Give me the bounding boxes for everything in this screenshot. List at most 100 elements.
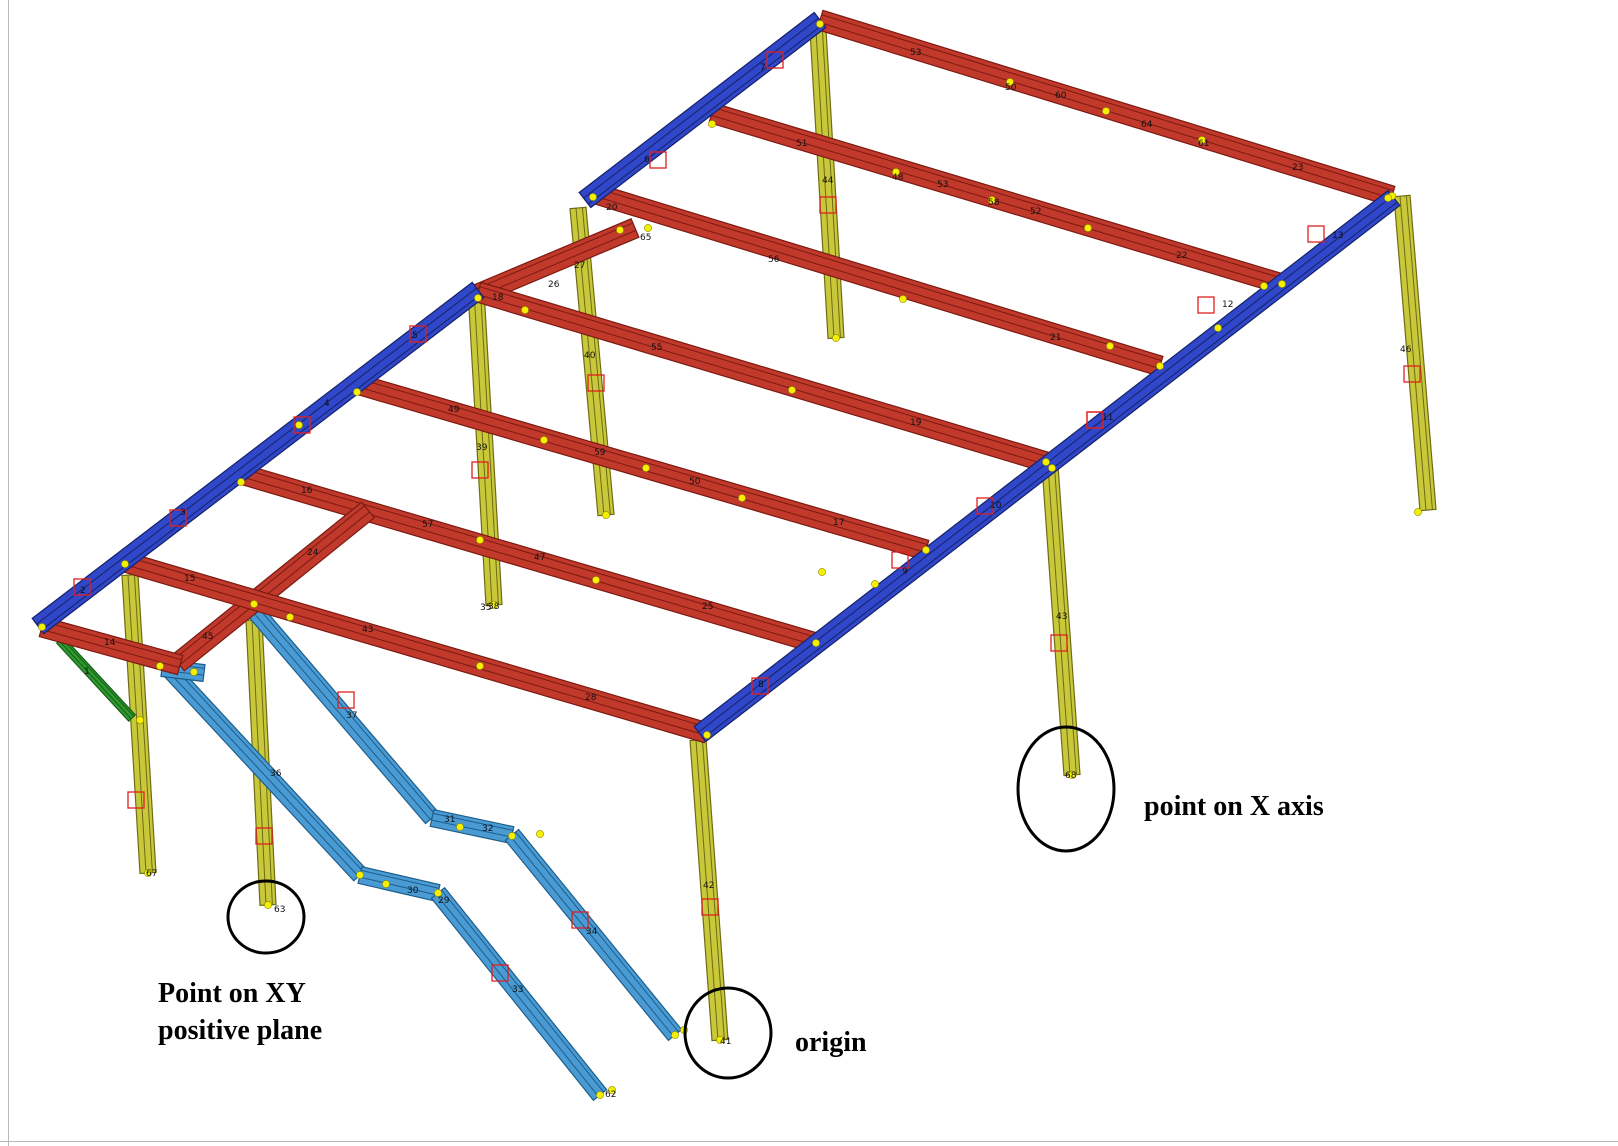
structure-node[interactable] bbox=[738, 494, 746, 502]
structure-node[interactable] bbox=[190, 668, 198, 676]
structure-node[interactable] bbox=[644, 224, 652, 232]
structure-node[interactable] bbox=[708, 120, 716, 128]
column-back-right-flange-line bbox=[1399, 196, 1427, 511]
structure-node[interactable] bbox=[1260, 282, 1268, 290]
structure-node[interactable] bbox=[671, 1031, 679, 1039]
structure-node[interactable] bbox=[353, 388, 361, 396]
section-marker bbox=[766, 51, 784, 69]
structure-node[interactable] bbox=[476, 536, 484, 544]
section-marker bbox=[751, 677, 769, 695]
member-label-m_22: 22 bbox=[1176, 251, 1187, 261]
member-label-m_50: 50 bbox=[1005, 83, 1017, 93]
viewport-left-border bbox=[8, 0, 9, 1146]
structure-node[interactable] bbox=[788, 386, 796, 394]
structure-node[interactable] bbox=[608, 1086, 616, 1094]
structure-node[interactable] bbox=[716, 1036, 724, 1044]
structure-node[interactable] bbox=[1006, 78, 1014, 86]
edge-beam-right[interactable] bbox=[693, 189, 1401, 743]
structure-node[interactable] bbox=[1084, 224, 1092, 232]
structure-node[interactable] bbox=[703, 731, 711, 739]
structure-node[interactable] bbox=[596, 1091, 604, 1099]
structure-node[interactable] bbox=[508, 832, 516, 840]
structure-node[interactable] bbox=[286, 613, 294, 621]
structure-node[interactable] bbox=[589, 193, 597, 201]
member-label-m_12: 12 bbox=[1222, 300, 1233, 310]
section-marker bbox=[1050, 634, 1068, 652]
column-front-right-web-line bbox=[1053, 465, 1077, 775]
structure-node[interactable] bbox=[1214, 324, 1222, 332]
structure-node[interactable] bbox=[816, 20, 824, 28]
section-marker bbox=[255, 827, 273, 845]
structure-node[interactable] bbox=[922, 546, 930, 554]
structure-node[interactable] bbox=[521, 306, 529, 314]
structure-node[interactable] bbox=[540, 436, 548, 444]
structure-node[interactable] bbox=[156, 662, 164, 670]
member-label-m_49: 49 bbox=[448, 405, 460, 415]
structure-node[interactable] bbox=[832, 334, 840, 342]
structure-node[interactable] bbox=[295, 421, 303, 429]
beam-connector-lower-flange-line bbox=[179, 511, 370, 666]
section-marker bbox=[701, 898, 719, 916]
structure-node[interactable] bbox=[356, 871, 364, 879]
structure-node[interactable] bbox=[988, 196, 996, 204]
column-back-right-web-line bbox=[1405, 195, 1433, 510]
stair-a-2-web-line bbox=[360, 869, 440, 889]
structure-node[interactable] bbox=[1414, 508, 1422, 516]
structure-node[interactable] bbox=[434, 889, 442, 897]
structure-node[interactable] bbox=[602, 511, 610, 519]
structure-node[interactable] bbox=[871, 580, 879, 588]
edge-beam-left-upper-flange-line bbox=[583, 17, 819, 199]
structure-node[interactable] bbox=[536, 830, 544, 838]
structure-node[interactable] bbox=[476, 662, 484, 670]
structure-node[interactable] bbox=[490, 601, 498, 609]
structure-node[interactable] bbox=[642, 464, 650, 472]
column-stair-left[interactable] bbox=[121, 573, 157, 875]
structure-node[interactable] bbox=[38, 623, 46, 631]
column-back-right[interactable] bbox=[1393, 194, 1437, 512]
structure-node[interactable] bbox=[237, 478, 245, 486]
structure-node[interactable] bbox=[1042, 458, 1050, 466]
structure-node[interactable] bbox=[1048, 464, 1056, 472]
structure-node[interactable] bbox=[899, 295, 907, 303]
member-label-m_55: 55 bbox=[651, 343, 662, 353]
edge-beam-left-upper[interactable] bbox=[578, 11, 827, 209]
structure-node[interactable] bbox=[892, 168, 900, 176]
structure-node[interactable] bbox=[616, 226, 624, 234]
column-front-right-flange-line bbox=[1047, 466, 1071, 776]
structure-node[interactable] bbox=[1068, 771, 1076, 779]
structure-node[interactable] bbox=[264, 901, 272, 909]
beam-mid-2[interactable] bbox=[353, 373, 930, 561]
member-label-m_47: 47 bbox=[534, 553, 545, 563]
structure-node[interactable] bbox=[1102, 107, 1110, 115]
structure-node[interactable] bbox=[592, 576, 600, 584]
structure-node[interactable] bbox=[1156, 362, 1164, 370]
structure-node[interactable] bbox=[144, 869, 152, 877]
stair-b-3-flange-line bbox=[510, 835, 674, 1037]
structure-node[interactable] bbox=[121, 560, 129, 568]
member-label-m_14: 14 bbox=[104, 638, 116, 648]
structure-node[interactable] bbox=[382, 880, 390, 888]
stair-b-2[interactable] bbox=[429, 808, 515, 845]
stair-b-1-flange-line bbox=[252, 611, 431, 820]
member-label-m_58: 58 bbox=[988, 198, 1000, 208]
column-front-right[interactable] bbox=[1041, 464, 1081, 777]
structure-node[interactable] bbox=[456, 823, 464, 831]
structure-node[interactable] bbox=[812, 639, 820, 647]
structure-node[interactable] bbox=[474, 294, 482, 302]
structure-node[interactable] bbox=[1106, 342, 1114, 350]
structure-node[interactable] bbox=[1278, 280, 1286, 288]
structure-node[interactable] bbox=[818, 568, 826, 576]
stair-a-2[interactable] bbox=[357, 865, 441, 903]
stair-a-3[interactable] bbox=[430, 886, 608, 1102]
member-label-m_7: 7 bbox=[760, 63, 766, 73]
structure-node[interactable] bbox=[1198, 136, 1206, 144]
structure-node[interactable] bbox=[250, 600, 258, 608]
member-label-m_40: 40 bbox=[584, 351, 596, 361]
member-label-m_5: 5 bbox=[412, 331, 418, 341]
structure-node[interactable] bbox=[1384, 194, 1392, 202]
member-label-m_52: 52 bbox=[1030, 207, 1041, 217]
edge-beam-left-lower[interactable] bbox=[31, 281, 485, 635]
structure-node[interactable] bbox=[136, 716, 144, 724]
